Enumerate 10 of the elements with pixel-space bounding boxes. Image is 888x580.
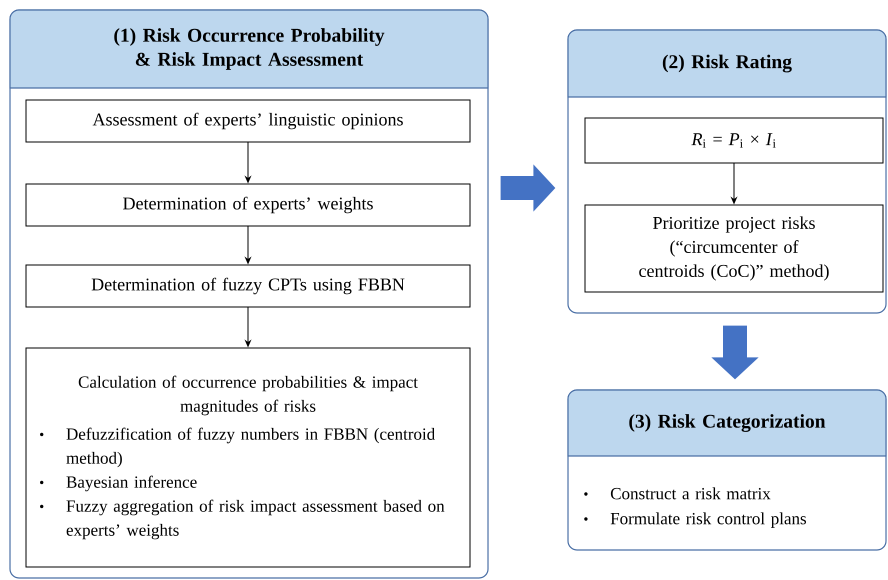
bullet-list: Construct a risk matrix Formulate risk control plans	[584, 487, 806, 528]
panel-header: (3) Risk Categorization	[567, 389, 887, 457]
panel-header: (2) Risk Rating	[567, 29, 887, 98]
process-box: Determination of fuzzy CPTs using FBBN	[26, 264, 470, 308]
process-box: Assessment of experts’ linguistic opinions	[26, 100, 470, 142]
process-box: Prioritize project risks (“circumcenter of centroids (CoC)” method)	[584, 204, 884, 292]
process-box: Calculation of occurrence probabilities & impact magnitudes of risks Defuzzification of fuzzy numbers in FBBN (centroid method) Bayesian inference Fuzzy aggregation of risk impact assessment based on experts’ weights	[26, 348, 470, 568]
process-box: Determination of experts’ weights	[26, 184, 470, 226]
process-box: R$_{i}$ = P$_{i}$ × I$_{i}$	[584, 118, 884, 164]
panel-header: (1) Risk Occurrence Probability & Risk Impact Assessment	[9, 9, 489, 89]
